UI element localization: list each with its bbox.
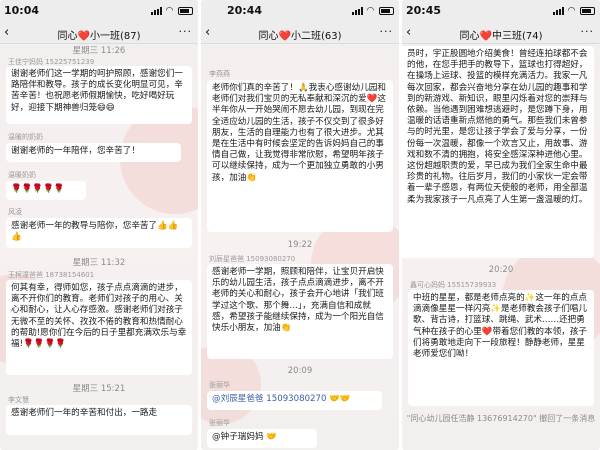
back-icon[interactable]: ‹: [4, 25, 10, 40]
sender-name: 李文慧: [8, 396, 29, 404]
status-bar: 20:45 ◠: [402, 0, 600, 22]
message-text: 员时，宇正股圆地介绍美食！曾经连拍球都不会的他，在您手把手的教导下，篮球也打得超…: [407, 49, 588, 205]
timestamp: 19:22: [287, 240, 313, 250]
message-bubble[interactable]: 感谢老师一年的教导与陪你，您辛苦了👍👍👍: [6, 218, 192, 248]
signal-icon: [553, 7, 565, 15]
wifi-icon: ◠: [568, 6, 575, 16]
group-title: 同心❤️小一班(87): [57, 31, 141, 42]
message-text: 老师你们真的辛苦了！🙏我衷心感谢幼儿园和老师们对我们宝贝的无私奉献和深沉的爱❤️…: [212, 83, 386, 183]
timestamp: 星期三 11:26: [72, 46, 126, 56]
chat-header: ‹ 同心❤️小二班(63) ···: [201, 22, 399, 44]
sender-name: 刘辰星爸爸 15093080270: [209, 255, 296, 263]
message-bubble[interactable]: 老师你们真的辛苦了！🙏我衷心感谢幼儿园和老师们对我们宝贝的无私奉献和深沉的爱❤️…: [207, 80, 393, 232]
sender-name: 李燕燕: [209, 70, 230, 78]
message-text: 感谢老师一学期，照顾和陪伴，让宝贝开启快乐的幼儿园生活，孩子点点滴滴进步，离不开…: [212, 267, 384, 334]
message-bubble[interactable]: 员时，宇正股圆地介绍美食！曾经连拍球都不会的他，在您手把手的教导下，篮球也打得超…: [402, 46, 594, 258]
sender-name: 张丽华: [209, 381, 230, 389]
chat-screen-2: 20:44 ◠ ‹ 同心❤️小二班(63) ··· 李燕燕 老师你们真的辛苦了！…: [201, 0, 399, 450]
group-title: 同心❤️小二班(63): [258, 31, 342, 42]
message-text: 谢谢老师们这一学期的呵护照顾，感谢您们一路陪伴和教导。孩子的成长变化明显可见，辛…: [11, 69, 183, 113]
recall-notice: "同心幼儿园任浩静 13676914270" 撤回了一条消息: [406, 414, 596, 423]
timestamp: 星期三 11:32: [72, 258, 126, 268]
message-bubble[interactable]: @钟子瑞妈妈 🤝: [207, 429, 317, 448]
more-icon[interactable]: ···: [580, 25, 594, 38]
message-bubble[interactable]: 感谢老师一学期，照顾和陪伴，让宝贝开启快乐的幼儿园生活，孩子点点滴滴进步，离不开…: [207, 264, 393, 359]
message-bubble[interactable]: 中班的星星，都是老师点亮的✨这一年的点点滴滴像星星一样闪亮✨是老师教会孩子们唱儿…: [408, 290, 594, 406]
battery-icon: [580, 7, 595, 15]
status-icons: ◠: [151, 6, 193, 16]
message-bubble[interactable]: @刘辰星爸爸 15093080270 🤝🤝: [207, 391, 382, 410]
back-icon[interactable]: ‹: [406, 25, 412, 40]
timestamp: 星期三 15:21: [72, 384, 126, 394]
message-bubble[interactable]: 谢谢老师的一年陪伴，您辛苦了！: [6, 143, 181, 162]
wifi-icon: ◠: [367, 6, 374, 16]
chat-area[interactable]: 李燕燕 老师你们真的辛苦了！🙏我衷心感谢幼儿园和老师们对我们宝贝的无私奉献和深沉…: [201, 44, 399, 450]
more-icon[interactable]: ···: [379, 25, 393, 38]
timestamp: 20:09: [287, 366, 313, 376]
message-text: 何其有幸，得师如您，孩子点点滴滴的进步，离不开你们的教育。老师们对孩子的用心、关…: [11, 283, 187, 350]
sender-name: 风凌: [8, 208, 22, 216]
message-bubble[interactable]: 感谢老师们一年的辛苦和付出，一路走: [6, 405, 192, 435]
battery-icon: [379, 7, 394, 15]
message-text: 🌹🌹🌹🌹🌹: [11, 184, 65, 194]
wifi-icon: ◠: [166, 6, 173, 16]
back-icon[interactable]: ‹: [205, 25, 211, 40]
status-icons: ◠: [553, 6, 595, 16]
sender-name: 温暖奶奶: [8, 171, 36, 179]
battery-icon: [178, 7, 193, 15]
sender-name: 王柯潼爸爸 18738154601: [8, 271, 95, 279]
group-title: 同心❤️中三班(74): [459, 31, 543, 42]
status-icons: ◠: [352, 6, 394, 16]
status-time: 20:45: [406, 4, 442, 17]
chat-header: ‹ 同心❤️小一班(87) ···: [0, 22, 198, 44]
message-text: 中班的星星，都是老师点亮的✨这一年的点点滴滴像星星一样闪亮✨是老师教会孩子们唱儿…: [413, 293, 587, 360]
status-time: 10:04: [4, 4, 40, 17]
sender-name: 王佳宁妈妈 15225751239: [8, 58, 95, 66]
sender-name: 张丽华: [209, 419, 230, 427]
timestamp: 20:20: [488, 265, 514, 275]
status-time: 20:44: [227, 4, 263, 17]
chat-area[interactable]: 星期三 11:26 王佳宁妈妈 15225751239 谢谢老师们这一学期的呵护…: [0, 44, 198, 450]
message-text: 感谢老师们一年的辛苦和付出，一路走: [11, 408, 158, 418]
message-bubble[interactable]: 谢谢老师们这一学期的呵护照顾，感谢您们一路陪伴和教导。孩子的成长变化明显可见，辛…: [6, 66, 192, 124]
message-bubble[interactable]: 🌹🌹🌹🌹🌹: [6, 181, 86, 200]
more-icon[interactable]: ···: [178, 25, 192, 38]
sender-name: 鑫可心妈妈 15515739933: [410, 281, 497, 289]
message-text: 感谢老师一年的教导与陪你，您辛苦了👍👍👍: [11, 221, 179, 243]
chat-screen-1: 10:04 ◠ ‹ 同心❤️小一班(87) ··· 星期三 11:26 王佳宁妈…: [0, 0, 198, 450]
message-text: 谢谢老师的一年陪伴，您辛苦了！: [11, 146, 140, 156]
message-text: @钟子瑞妈妈 🤝: [212, 432, 277, 442]
chat-area[interactable]: 员时，宇正股圆地介绍美食！曾经连拍球都不会的他，在您手把手的教导下，篮球也打得超…: [402, 44, 600, 450]
signal-icon: [151, 7, 163, 15]
message-bubble[interactable]: 何其有幸，得师如您，孩子点点滴滴的进步，离不开你们的教育。老师们对孩子的用心、关…: [6, 280, 192, 375]
signal-icon: [352, 7, 364, 15]
status-bar: 10:04 ◠: [0, 0, 198, 22]
status-bar: 20:44 ◠: [201, 0, 399, 22]
message-text: @刘辰星爸爸 15093080270 🤝🤝: [212, 394, 351, 404]
chat-header: ‹ 同心❤️中三班(74) ···: [402, 22, 600, 44]
chat-screen-3: 20:45 ◠ ‹ 同心❤️中三班(74) ··· 员时，宇正股圆地介绍美食！曾…: [402, 0, 600, 450]
sender-name: 温暖的奶奶: [8, 133, 43, 141]
